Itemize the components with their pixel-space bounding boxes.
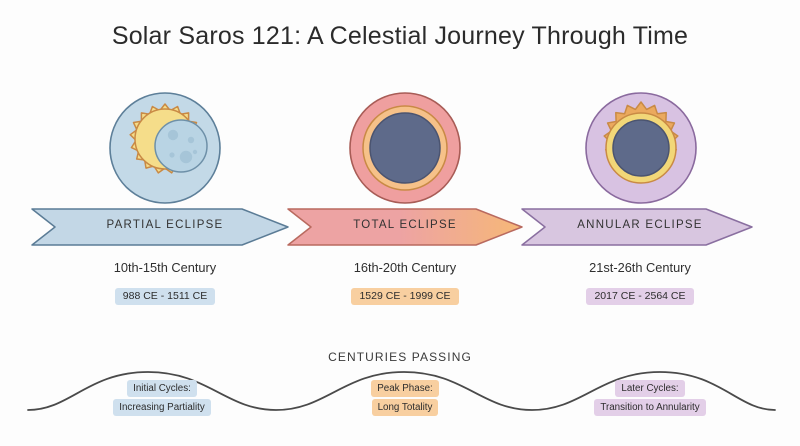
timeline-arrow-band	[31, 208, 753, 246]
date-badge-partial-text: 988 CE - 1511 CE	[114, 287, 216, 305]
date-badge-annular: 2017 CE - 2564 CE	[535, 286, 745, 305]
centuries-wave-curve	[27, 371, 776, 411]
arrow-label-partial: PARTIAL ECLIPSE	[106, 219, 224, 231]
wave-section-title: CENTURIES PASSING	[328, 350, 472, 364]
wave-note-later-line2: Transition to Annularity	[594, 399, 706, 416]
arrow-total[interactable]	[287, 208, 523, 246]
century-label-partial: 10th-15th Century	[113, 260, 217, 275]
wave-note-initial: Initial Cycles: Increasing Partiality	[62, 378, 262, 416]
date-badge-total: 1529 CE - 1999 CE	[300, 286, 510, 305]
date-badge-annular-text: 2017 CE - 2564 CE	[586, 287, 694, 305]
arrow-partial[interactable]	[31, 208, 289, 246]
total-eclipse-icon	[347, 90, 463, 206]
annular-eclipse-icon	[583, 90, 699, 206]
wave-note-peak-line2: Long Totality	[371, 399, 439, 416]
date-badge-partial: 988 CE - 1511 CE	[60, 286, 270, 305]
wave-note-later: Later Cycles: Transition to Annularity	[540, 378, 760, 416]
arrow-annular[interactable]	[521, 208, 753, 246]
wave-note-later-line1: Later Cycles:	[615, 380, 685, 397]
wave-note-initial-line2: Increasing Partiality	[113, 399, 211, 416]
date-badge-total-text: 1529 CE - 1999 CE	[351, 287, 459, 305]
century-label-annular: 21st-26th Century	[589, 260, 691, 275]
arrow-label-annular: ANNULAR ECLIPSE	[577, 219, 703, 231]
partial-eclipse-icon	[107, 90, 223, 206]
page-title: Solar Saros 121: A Celestial Journey Thr…	[111, 22, 689, 50]
wave-note-initial-line1: Initial Cycles:	[127, 380, 197, 397]
wave-note-peak-line1: Peak Phase:	[371, 380, 439, 397]
wave-note-peak: Peak Phase: Long Totality	[305, 378, 505, 416]
moon-disk-shape	[154, 119, 208, 173]
century-label-total: 16th-20th Century	[353, 260, 457, 275]
arrow-label-total: TOTAL ECLIPSE	[353, 219, 457, 231]
